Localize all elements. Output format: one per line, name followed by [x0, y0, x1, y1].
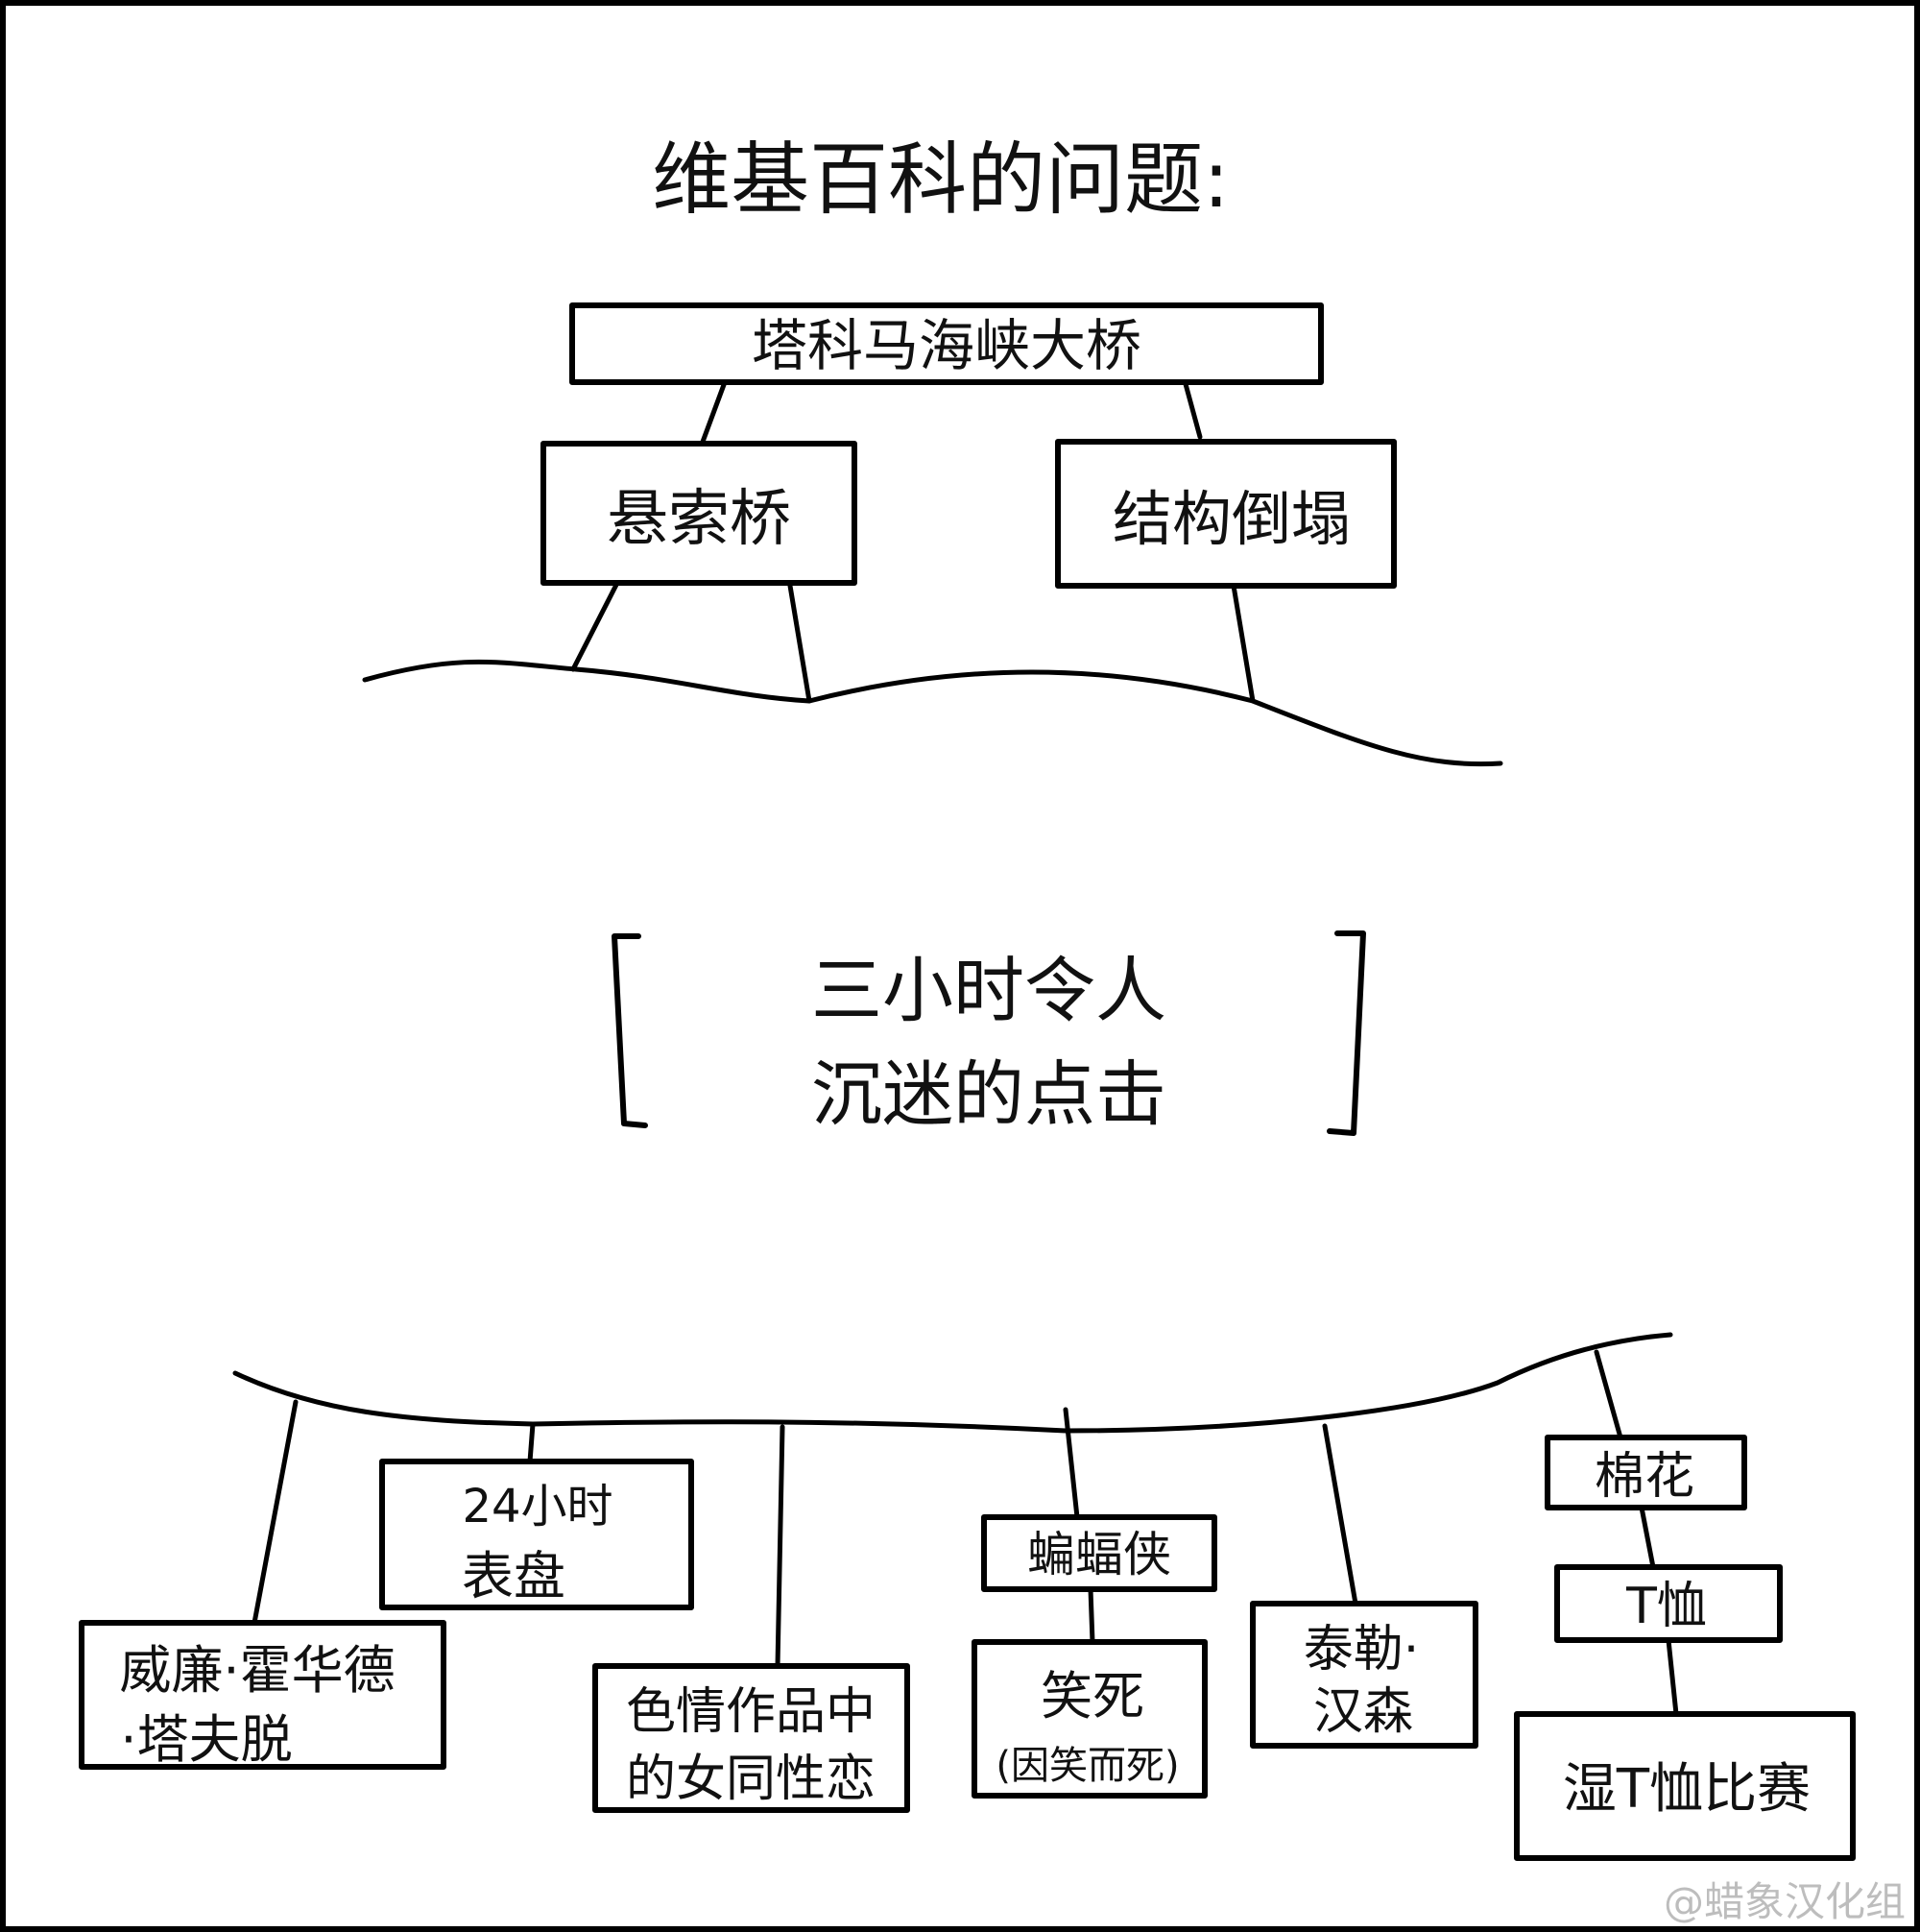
comic-title: 维基百科的问题: [652, 134, 1230, 226]
caption-line-2: 沉迷的点击 [811, 1053, 1166, 1136]
connector-root-to-collapse [1183, 381, 1203, 440]
box-structural-collapse [1055, 439, 1397, 589]
label-structural-collapse: 结构倒塌 [1113, 484, 1351, 554]
root-box-tacoma [569, 302, 1324, 385]
box-cotton [1545, 1435, 1747, 1510]
box-death-by-laughter [972, 1639, 1208, 1799]
connector-root-to-suspension [700, 379, 728, 445]
caption-bracket-right [1327, 930, 1366, 1136]
root-line-suspension-right [787, 583, 812, 704]
credit-watermark: @蜡象汉化组 [1664, 1878, 1906, 1925]
label-24-hour-clock-2: 表盘 [462, 1546, 565, 1606]
hang-line-taft [252, 1399, 299, 1626]
box-lesbianism [592, 1663, 910, 1813]
caption-bracket-left [612, 933, 648, 1128]
caption-line-1: 三小时令人 [811, 950, 1166, 1032]
box-william-taft [79, 1620, 446, 1770]
root-line-collapse [1231, 583, 1256, 704]
label-lesbianism-1: 色情作品中 [626, 1683, 876, 1741]
hang-line-cotton [1594, 1349, 1623, 1440]
connector-batman-to-laugh [1088, 1586, 1095, 1645]
label-william-taft-2: ·塔夫脱 [120, 1709, 292, 1770]
box-24-hour-clock [379, 1459, 694, 1610]
connector-tshirt-to-wet [1666, 1637, 1679, 1717]
hang-line-batman [1063, 1407, 1080, 1520]
hang-line-clock [527, 1421, 536, 1464]
label-death-by-laughter-1: 笑死 [1041, 1666, 1144, 1727]
label-tyler-hansen-1: 泰勒· [1304, 1621, 1420, 1678]
connector-cotton-to-tshirt [1639, 1505, 1656, 1570]
box-suspension-bridge [540, 441, 857, 586]
hang-line-hansen [1322, 1423, 1358, 1606]
root-line-suspension-left [570, 580, 620, 672]
label-24-hour-clock-1: 24小时 [462, 1480, 612, 1534]
root-label-tacoma: 塔科马海峡大桥 [752, 313, 1141, 378]
box-tyler-hansen [1250, 1601, 1478, 1749]
label-death-by-laughter-2: (因笑而死) [996, 1744, 1179, 1788]
box-batman [981, 1514, 1217, 1592]
ground-line [362, 659, 1503, 767]
box-wet-t-shirt-contest [1514, 1711, 1856, 1861]
label-lesbianism-2: 的女同性恋 [626, 1751, 876, 1808]
box-t-shirt [1554, 1564, 1783, 1643]
label-cotton: 棉花 [1595, 1448, 1694, 1506]
label-batman: 蝙蝠侠 [1027, 1527, 1171, 1582]
label-suspension-bridge: 悬索桥 [607, 484, 791, 555]
label-t-shirt: T恤 [1625, 1578, 1707, 1635]
hang-line-lesbian [775, 1424, 785, 1669]
label-william-taft-1: 威廉·霍华德 [119, 1640, 395, 1701]
label-wet-t-shirt-contest: 湿T恤比赛 [1563, 1758, 1811, 1821]
label-tyler-hansen-2: 汉森 [1313, 1683, 1413, 1741]
ceiling-line [232, 1332, 1673, 1434]
